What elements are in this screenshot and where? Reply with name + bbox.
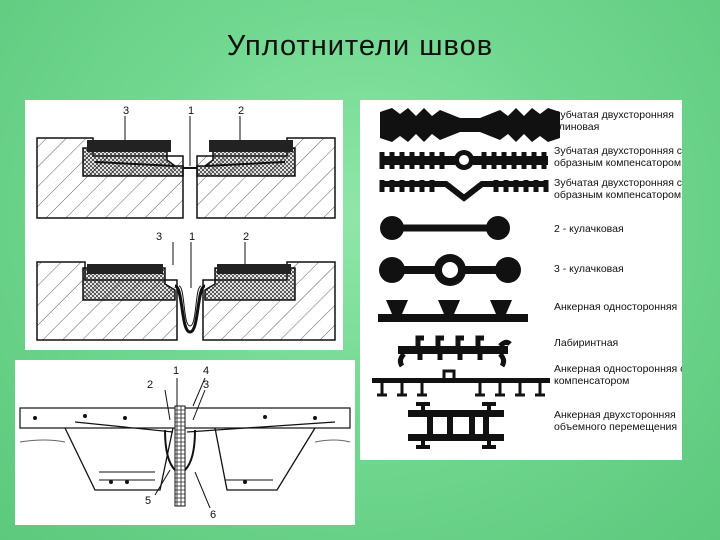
callout-4: 4 <box>203 365 209 377</box>
profile-label-2: Зубчатая двухсторонняя с О-образным комп… <box>554 145 682 169</box>
joint-sections-drawing: 3 1 2 3 1 2 <box>36 105 336 341</box>
profile-three-cam <box>379 254 521 286</box>
callout-3-top: 3 <box>123 105 129 117</box>
callout-2-bottom: 2 <box>243 231 249 243</box>
profile-label-3: Зубчатая двухсторонняя с V-образным комп… <box>554 177 682 201</box>
joint-sections-panel: 3 1 2 3 1 2 <box>25 100 343 350</box>
callout-6: 6 <box>210 509 216 521</box>
profile-label-6: Анкерная односторонняя <box>554 301 677 313</box>
callout-2-top: 2 <box>238 105 244 117</box>
callout-1: 1 <box>173 365 179 377</box>
profile-anchor-double-volumetric <box>408 402 504 449</box>
profile-toothed-o-compensator <box>379 150 548 170</box>
profile-label-5: 3 - кулачковая <box>554 263 624 275</box>
slide-title: Уплотнители швов <box>226 30 494 62</box>
road-joint-drawing: 1 2 4 3 5 6 <box>19 365 351 521</box>
profile-two-cam <box>380 216 510 240</box>
callout-1-top: 1 <box>188 105 194 117</box>
road-joint-panel: 1 2 4 3 5 6 <box>15 360 355 525</box>
callout-3: 3 <box>203 379 209 391</box>
profile-anchor-compensator <box>372 369 550 397</box>
profile-labyrinth <box>397 335 512 368</box>
profile-label-7: Лабиринтная <box>554 337 618 349</box>
joint-section-top: 3 1 2 <box>36 105 336 219</box>
profile-label-4: 2 - кулачковая <box>554 223 624 235</box>
profile-toothed-v-compensator <box>379 180 549 202</box>
profile-wedge-toothed <box>380 108 560 142</box>
callout-5: 5 <box>145 495 151 507</box>
joint-section-bottom: 3 1 2 <box>36 231 336 341</box>
callout-3-bottom: 3 <box>156 231 162 243</box>
profile-anchor-one-sided <box>378 300 528 322</box>
callout-1-bottom: 1 <box>189 231 195 243</box>
callout-2: 2 <box>147 379 153 391</box>
